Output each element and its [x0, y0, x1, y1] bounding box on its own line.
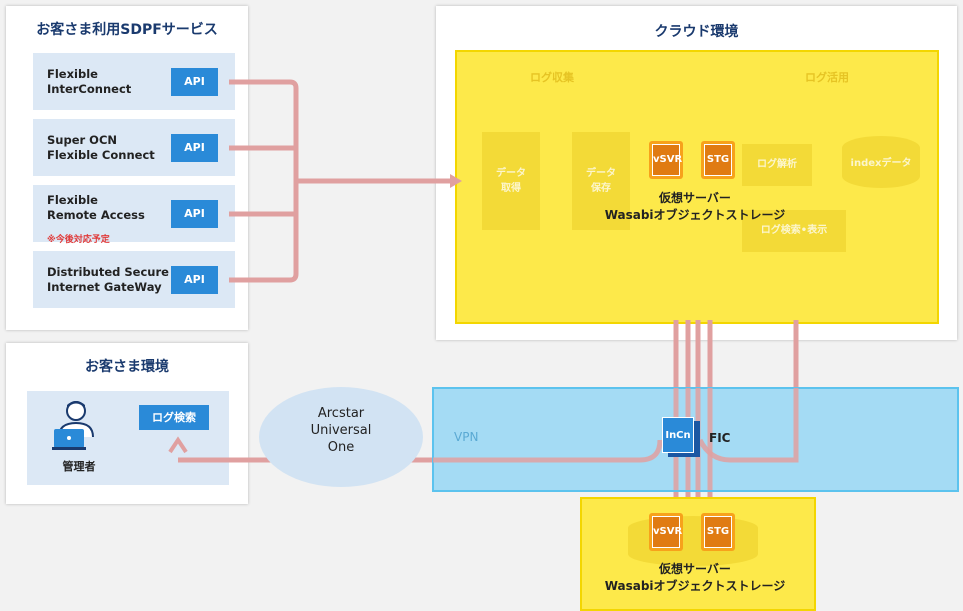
arcstar-line2: Universal — [310, 423, 372, 438]
arcstar-label: Arcstar Universal One — [259, 405, 423, 456]
customer-environment-panel: お客さま環境 管理者 ログ検索 — [6, 343, 248, 504]
index-data-cylinder: indexデータ — [842, 136, 920, 188]
service-label: Distributed Secure Internet GateWay — [47, 265, 169, 294]
log-search-display-box: ログ検索•表示 — [742, 210, 846, 252]
stg-icon: STG — [701, 141, 735, 179]
service-flexible-remote-access: Flexible Remote Access ※今後対応予定 API — [33, 185, 235, 245]
incn-icon: InCn — [662, 417, 700, 457]
bottom-ghost-cylinder — [628, 516, 758, 566]
incn-label: InCn — [662, 417, 694, 453]
cloud-storage-caption: 仮想サーバー Wasabiオブジェクトストレージ — [600, 190, 790, 224]
api-button[interactable]: API — [171, 200, 218, 228]
log-search-arrowhead — [168, 436, 188, 454]
service-label: Flexible Remote Access — [47, 193, 145, 222]
arcstar-line1: Arcstar — [317, 406, 365, 421]
data-save-box: データ 保存 — [572, 132, 630, 230]
api-button[interactable]: API — [171, 68, 218, 96]
caption-line1: 仮想サーバー — [659, 191, 731, 205]
customer-title: お客さま環境 — [85, 359, 169, 375]
vsvr-icon: vSVR — [649, 141, 683, 179]
bottom-storage-caption: 仮想サーバー Wasabiオブジェクトストレージ — [600, 561, 790, 595]
future-support-note: ※今後対応予定 — [47, 235, 110, 245]
admin-label: 管理者 — [62, 460, 96, 473]
log-use-label: ログ活用 — [805, 71, 849, 84]
arcstar-ellipse — [259, 387, 423, 487]
bottom-stg-icon: STG — [701, 513, 735, 551]
service-distributed-secure-gateway: Distributed Secure Internet GateWay API — [33, 251, 235, 308]
service-label: Flexible InterConnect — [47, 67, 132, 96]
admin-person-icon — [52, 401, 94, 450]
cloud-arrowhead — [450, 174, 462, 188]
cloud-vpn-links — [673, 320, 799, 388]
vpn-bottom-links — [673, 490, 713, 500]
api-button[interactable]: API — [171, 266, 218, 294]
service-label: Super OCN Flexible Connect — [47, 133, 155, 162]
service-super-ocn: Super OCN Flexible Connect API — [33, 119, 235, 176]
vpn-label: VPN — [454, 430, 479, 444]
caption-line1: 仮想サーバー — [659, 562, 731, 576]
log-search-button[interactable]: ログ検索 — [139, 405, 209, 430]
cloud-title: クラウド環境 — [654, 24, 739, 40]
log-analyze-box: ログ解析 — [742, 144, 812, 186]
log-collect-label: ログ収集 — [530, 71, 574, 84]
fic-label: FIC — [709, 431, 731, 445]
sdpf-services-panel: お客さま利用SDPFサービス Flexible InterConnect API… — [6, 6, 248, 330]
api-button[interactable]: API — [171, 134, 218, 162]
caption-line2: Wasabiオブジェクトストレージ — [604, 579, 786, 593]
data-get-box: データ 取得 — [482, 132, 540, 230]
api-branch-lines — [229, 145, 296, 217]
caption-line2: Wasabiオブジェクトストレージ — [604, 208, 786, 222]
arcstar-line3: One — [327, 440, 355, 455]
sdpf-title: お客さま利用SDPFサービス — [36, 22, 218, 38]
bottom-vsvr-icon: vSVR — [649, 513, 683, 551]
service-flexible-interconnect: Flexible InterConnect API — [33, 53, 235, 110]
